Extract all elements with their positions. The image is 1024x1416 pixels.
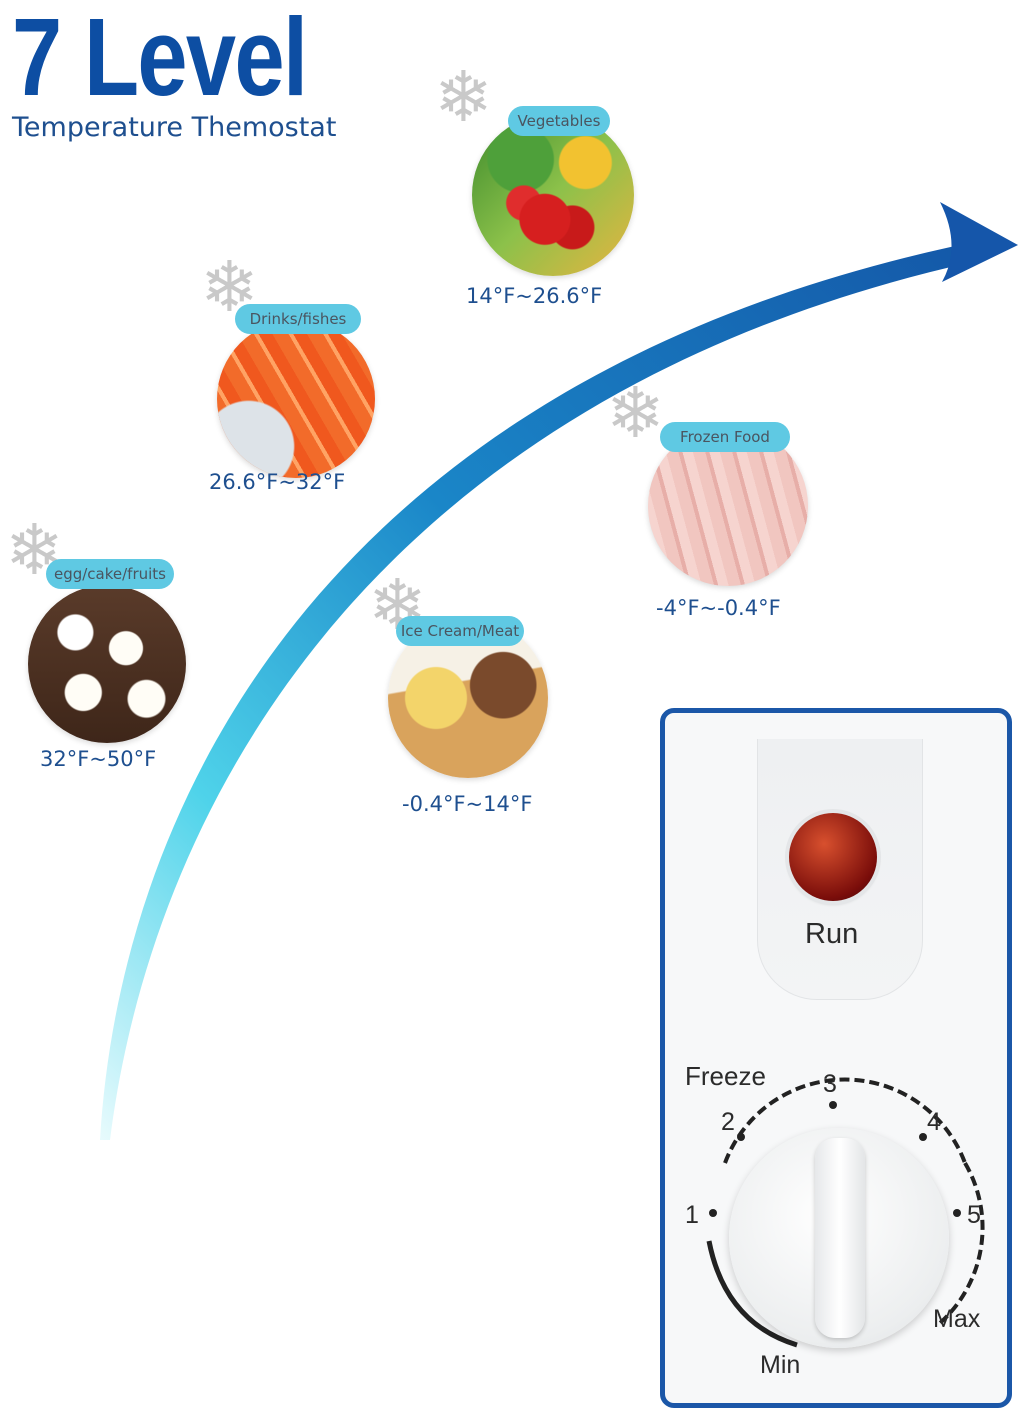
page-title: 7 Level <box>12 0 308 119</box>
food-label: Ice Cream/Meat <box>396 616 524 646</box>
dial-tick-4: 4 <box>927 1108 941 1136</box>
cupcakes-photo <box>28 585 186 743</box>
dial-tick-5: 5 <box>967 1201 981 1229</box>
chicken-feet-photo <box>648 426 808 586</box>
dial-tick-2: 2 <box>721 1108 735 1136</box>
temperature-range: -4°F~-0.4°F <box>656 596 781 620</box>
food-label: Frozen Food <box>660 422 790 452</box>
food-label: Vegetables <box>508 106 610 136</box>
dial-tick-3: 3 <box>823 1070 837 1098</box>
run-label: Run <box>805 918 859 950</box>
salmon-photo <box>217 320 375 478</box>
food-label: Drinks/fishes <box>235 304 361 334</box>
dial-knob-grip[interactable] <box>815 1138 865 1338</box>
food-item-vegetables: ❄ Vegetables 14°F~26.6°F <box>432 62 642 317</box>
food-label: egg/cake/fruits <box>46 559 174 589</box>
freeze-label: Freeze <box>685 1061 766 1091</box>
vegetables-photo <box>472 114 634 276</box>
temperature-range: 32°F~50°F <box>40 747 157 771</box>
food-item-frozen: ❄ Frozen Food -4°F~-0.4°F <box>604 378 814 628</box>
min-label: Min <box>760 1351 801 1379</box>
arrow-head <box>940 202 1018 282</box>
temperature-range: 14°F~26.6°F <box>466 284 603 308</box>
food-item-ice-cream: ❄ Ice Cream/Meat -0.4°F~14°F <box>364 570 564 825</box>
max-label: Max <box>933 1305 981 1333</box>
thermostat-control-panel: Run Freeze 1 2 3 4 5 Min Max <box>660 708 1012 1408</box>
dial-scale <box>706 1077 985 1348</box>
temperature-range: -0.4°F~14°F <box>402 792 533 816</box>
page-subtitle: Temperature Themostat <box>12 112 337 143</box>
arrow-shaft <box>100 245 972 1140</box>
food-item-fish: ❄ Drinks/fishes 26.6°F~32°F <box>195 252 395 502</box>
dial-tick-1: 1 <box>685 1201 699 1229</box>
food-item-cake: ❄ egg/cake/fruits 32°F~50°F <box>0 515 200 775</box>
run-indicator-light <box>789 813 877 901</box>
snowflake-icon: ❄ <box>606 372 665 454</box>
snowflake-icon: ❄ <box>434 56 493 138</box>
temperature-range: 26.6°F~32°F <box>209 470 346 494</box>
